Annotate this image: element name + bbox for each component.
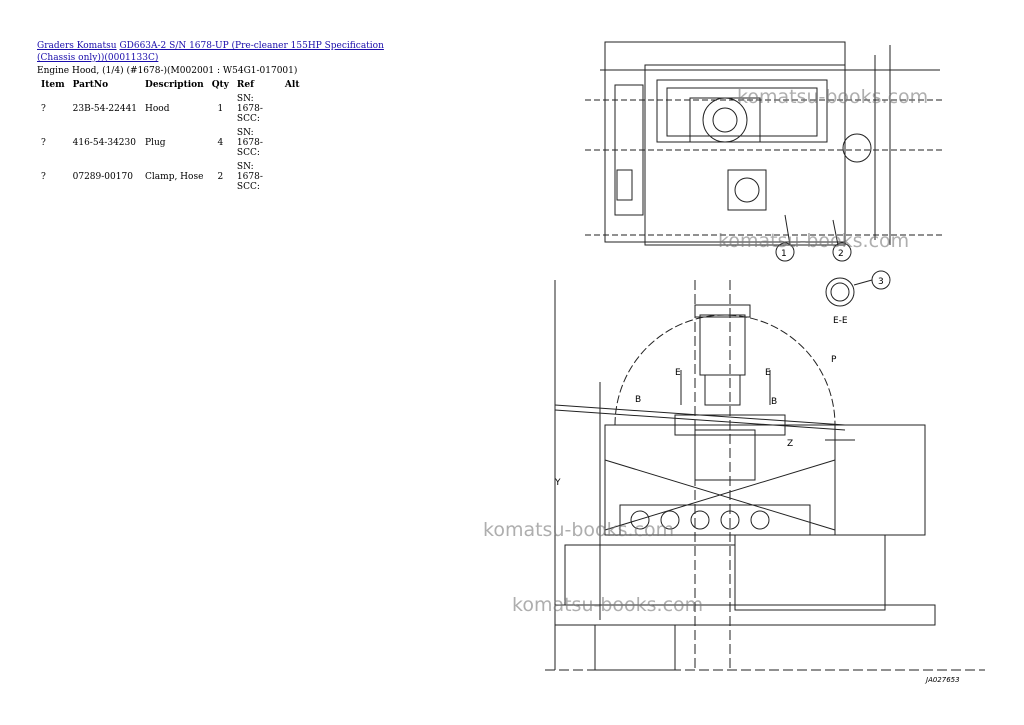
cell-item: ? <box>41 138 46 148</box>
callout-1 <box>775 242 795 262</box>
breadcrumb-link-graders[interactable]: Graders Komatsu <box>37 41 117 51</box>
column-header: Item <box>41 80 65 90</box>
column-header: Qty <box>211 80 229 90</box>
cell-description: Clamp, Hose <box>145 172 204 182</box>
callout-3-label: 3 <box>878 277 884 287</box>
cell-partno: 416-54-34230 <box>72 138 136 148</box>
cell-ref: SN: 1678-SCC: <box>236 128 263 158</box>
table-header-row: Item PartNo Description Qty Ref Alt <box>37 78 303 92</box>
table-row: ? 07289-00170 Clamp, Hose 2 SN: 1678-SCC… <box>37 160 303 194</box>
cell-ref: SN: 1678-SCC: <box>236 162 263 192</box>
parts-diagram: 1 2 3 E-E P E E B B Z Y <box>545 41 985 671</box>
cell-description: Hood <box>145 104 170 114</box>
cell-partno: 23B-54-22441 <box>72 104 138 114</box>
cell-qty: 4 <box>217 138 224 148</box>
column-header: Alt <box>284 80 300 90</box>
section-e-label-right: E <box>765 368 771 378</box>
cell-qty: 2 <box>217 172 224 182</box>
watermark: komatsu-books.com <box>483 519 675 541</box>
section-label: E-E <box>833 316 848 326</box>
section-ee-circle <box>825 277 855 307</box>
cell-ref: SN: 1678-SCC: <box>236 94 263 124</box>
cell-alt <box>281 126 304 160</box>
callout-2-label: 2 <box>838 249 844 259</box>
column-header: PartNo <box>72 80 109 90</box>
callout-1-label: 1 <box>781 249 787 259</box>
watermark: komatsu-books.com <box>718 230 910 252</box>
table-row: ? 23B-54-22441 Hood 1 SN: 1678-SCC: <box>37 92 303 126</box>
precleaner-body <box>699 314 746 376</box>
cell-alt <box>281 92 304 126</box>
cell-item: ? <box>41 172 46 182</box>
detail-p-label: P <box>831 355 837 365</box>
figure-number: JA027653 <box>926 676 960 684</box>
column-header: Ref <box>236 80 254 90</box>
watermark: komatsu-books.com <box>737 86 929 108</box>
cell-item: ? <box>41 104 46 114</box>
b-label-left: B <box>635 395 641 405</box>
section-e-label-left: E <box>675 368 681 378</box>
table-row: ? 416-54-34230 Plug 4 SN: 1678-SCC: <box>37 126 303 160</box>
cell-description: Plug <box>145 138 166 148</box>
cell-alt <box>281 160 304 194</box>
b-label-right: B <box>771 397 777 407</box>
page-title: Engine Hood, (1/4) (#1678-)(M002001 : W5… <box>37 66 298 76</box>
watermark: komatsu-books.com <box>512 594 704 616</box>
column-header: Description <box>145 80 204 90</box>
breadcrumb-link-model[interactable]: GD663A-2 S/N 1678-UP (Pre-cleaner 155HP … <box>37 41 384 63</box>
breadcrumb: Graders Komatsu GD663A-2 S/N 1678-UP (Pr… <box>37 40 417 64</box>
cell-partno: 07289-00170 <box>72 172 133 182</box>
detail-p-arc <box>614 314 836 426</box>
cell-qty: 1 <box>217 104 224 114</box>
z-label: Z <box>787 439 793 449</box>
y-label: Y <box>554 478 561 488</box>
callout-2 <box>832 242 852 262</box>
parts-table: Item PartNo Description Qty Ref Alt ? 23… <box>37 78 303 194</box>
